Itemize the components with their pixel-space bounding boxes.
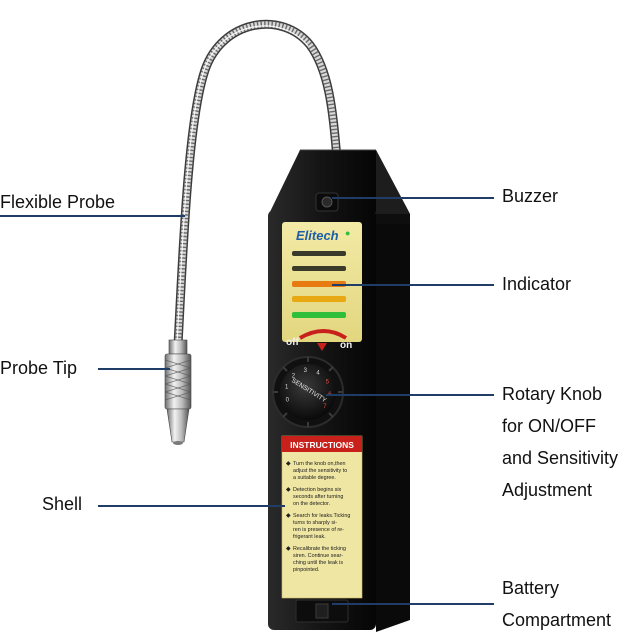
- knob-pointer-icon: [317, 343, 327, 351]
- label-shell: Shell: [42, 494, 83, 514]
- instruction-line: siren. Continue sear-: [293, 553, 343, 559]
- label-battery-line-1: Battery: [502, 578, 560, 598]
- label-buzzer: Buzzer: [502, 186, 559, 206]
- knob-number: 0: [286, 398, 290, 404]
- flexible-probe: [173, 19, 342, 350]
- label-rotary-knob: Rotary Knob for ON/OFF and Sensitivity A…: [502, 378, 618, 506]
- led-bar-1: [292, 251, 346, 256]
- label-rotary-knob-line-2: for ON/OFF: [502, 416, 596, 436]
- label-rotary-knob-line-4: Adjustment: [502, 480, 593, 500]
- on-off-arc: [298, 329, 348, 340]
- led-indicator: [292, 251, 346, 318]
- instructions-header: [282, 436, 362, 452]
- instruction-line: Turn the knob on,then: [293, 461, 346, 467]
- led-bar-4: [292, 296, 346, 302]
- label-rotary-knob-line-3: and Sensitivity: [502, 448, 619, 468]
- brand-logo: Elitech: [296, 228, 339, 243]
- off-label: off: [286, 337, 299, 348]
- on-label: on: [340, 340, 352, 351]
- instruction-line: Detection begins six: [293, 487, 342, 493]
- instruction-line: pinpointed.: [293, 567, 319, 573]
- buzzer: [315, 192, 339, 212]
- knob-number: 5: [326, 380, 330, 386]
- instruction-bullet-icon: ◆: [286, 461, 291, 467]
- instruction-line: Search for leaks.Ticking: [293, 513, 350, 519]
- knob-number: 1: [285, 385, 289, 391]
- instruction-line: frigerant leak.: [293, 534, 326, 540]
- knob-ridges: [273, 357, 343, 427]
- instruction-line: adjust the sensitivity to: [293, 468, 347, 474]
- instruction-line: ren is presence of re-: [293, 527, 344, 533]
- instruction-bullet-icon: ◆: [286, 487, 291, 493]
- label-indicator: Indicator: [502, 274, 572, 294]
- label-rotary-knob-line-1: Rotary Knob: [502, 384, 603, 404]
- label-battery-line-2: Compartment: [502, 610, 612, 630]
- instruction-bullet-icon: ◆: [286, 546, 291, 552]
- instruction-line: seconds after turning: [293, 494, 343, 500]
- instruction-bullet-icon: ◆: [286, 513, 291, 519]
- label-probe-tip: Probe Tip: [0, 358, 78, 378]
- instruction-line: ching until the leak is: [293, 560, 343, 566]
- label-flexible-probe: Flexible Probe: [0, 192, 116, 212]
- instruction-line: a suitable degree.: [293, 475, 336, 481]
- instruction-line: turns to sharply si-: [293, 520, 337, 526]
- instructions-panel: INSTRUCTIONS ◆Turn the knob on,thenadjus…: [281, 435, 363, 599]
- knob-number: 7: [323, 404, 327, 410]
- label-battery-compartment: Battery Compartment: [502, 572, 611, 636]
- instructions-title: INSTRUCTIONS: [290, 440, 354, 450]
- callout-lines: [0, 197, 494, 605]
- brand-mark: ●: [345, 228, 350, 238]
- led-bar-5: [292, 312, 346, 318]
- instruction-line: on the detector.: [293, 501, 330, 507]
- knob-number: 3: [304, 368, 308, 374]
- instruction-line: Recalibrate the ticking: [293, 546, 346, 552]
- probe-tip: [164, 339, 192, 445]
- battery-compartment[interactable]: [295, 599, 349, 623]
- knob-number: 2: [292, 374, 296, 380]
- knob-number: 4: [316, 370, 320, 376]
- led-bar-2: [292, 266, 346, 271]
